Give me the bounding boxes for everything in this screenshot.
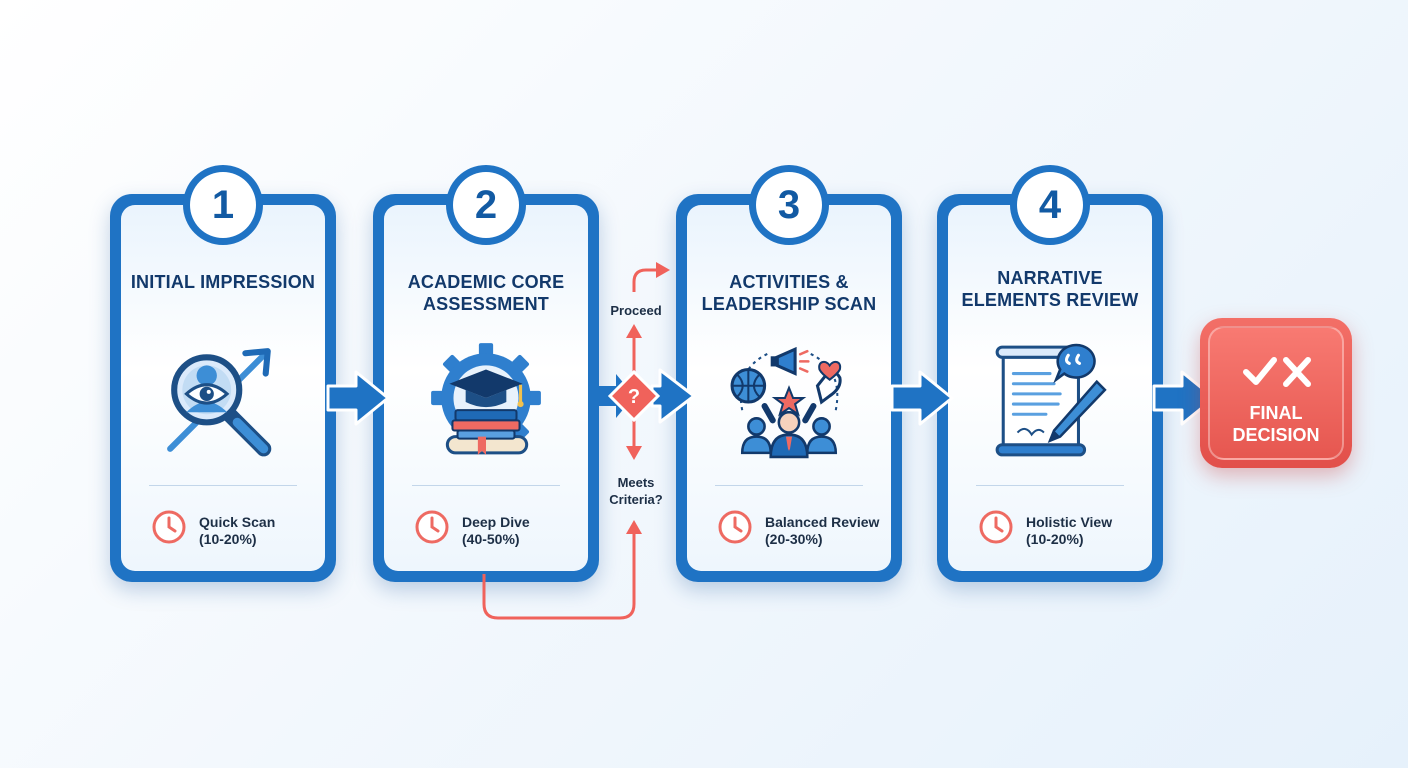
magnifier-eye-icon	[162, 339, 284, 461]
step-divider-1	[149, 485, 297, 486]
document-quote-pen-icon	[989, 339, 1111, 461]
step-card-2-body: 2 Academic Core Assessment	[384, 165, 588, 571]
step-badge-4: 4	[1010, 165, 1090, 245]
step-time-label-4: Holistic View (10-20%)	[1026, 514, 1113, 547]
clock-icon	[414, 509, 450, 545]
flow-arrow-1	[326, 370, 390, 426]
step-card-1-body: 1 Initial Impression Quick Scan (10-20%)	[121, 165, 325, 571]
step-badge-2: 2	[446, 165, 526, 245]
clock-icon	[978, 509, 1014, 545]
step-card-1: 1 Initial Impression Quick Scan (10-20%)	[110, 165, 336, 582]
step-card-4: 4 Narrative Elements Review Holistic Vie…	[937, 165, 1163, 582]
decision-symbol: ?	[628, 386, 640, 408]
step-divider-2	[412, 485, 560, 486]
step-divider-3	[715, 485, 863, 486]
clock-icon	[717, 509, 753, 545]
criteria-arrowhead	[626, 446, 642, 460]
step-title-1: Initial Impression	[130, 272, 316, 292]
step-title-2: Academic Core Assessment	[407, 272, 565, 314]
step-card-3-body: 3 Activities & Leadership Scan	[687, 165, 891, 571]
decision-diamond	[607, 369, 661, 423]
step-title-3: Activities & Leadership Scan	[701, 272, 877, 314]
proceed-elbow-line	[632, 268, 658, 292]
criteria-loop-line	[482, 530, 636, 620]
step-badge-3: 3	[749, 165, 829, 245]
proceed-label: Proceed	[610, 303, 662, 318]
step-time-label-2: Deep Dive (40-50%)	[462, 514, 530, 547]
check-cross-icon	[1243, 357, 1311, 387]
step-time-label-3: Balanced Review (20-30%)	[765, 514, 880, 547]
flow-arrow-3	[890, 370, 954, 426]
criteria-loop-arrowhead	[626, 520, 642, 534]
flow-arrow-4	[1152, 370, 1216, 426]
final-decision-title: Final Decision	[1232, 403, 1320, 445]
step-badge-1: 1	[183, 165, 263, 245]
clock-icon	[151, 509, 187, 545]
step-card-4-body: 4 Narrative Elements Review Holistic Vie…	[948, 165, 1152, 571]
proceed-elbow-arrowhead	[656, 262, 670, 278]
flow-arrow-2-tail	[588, 374, 626, 418]
step-divider-4	[976, 485, 1124, 486]
flow-arrow-2-head	[650, 368, 696, 424]
step-card-3: 3 Activities & Leadership Scan	[676, 165, 902, 582]
team-activities-icon	[728, 339, 850, 461]
graduation-books-gear-icon	[425, 339, 547, 461]
proceed-arrowhead	[626, 324, 642, 338]
step-time-label-1: Quick Scan (10-20%)	[199, 514, 276, 547]
final-decision-box: Final Decision	[1200, 318, 1352, 468]
step-title-4: Narrative Elements Review	[961, 268, 1139, 310]
step-card-2: 2 Academic Core Assessment	[373, 165, 599, 582]
meets-criteria-label: Meets Criteria?	[609, 475, 663, 507]
